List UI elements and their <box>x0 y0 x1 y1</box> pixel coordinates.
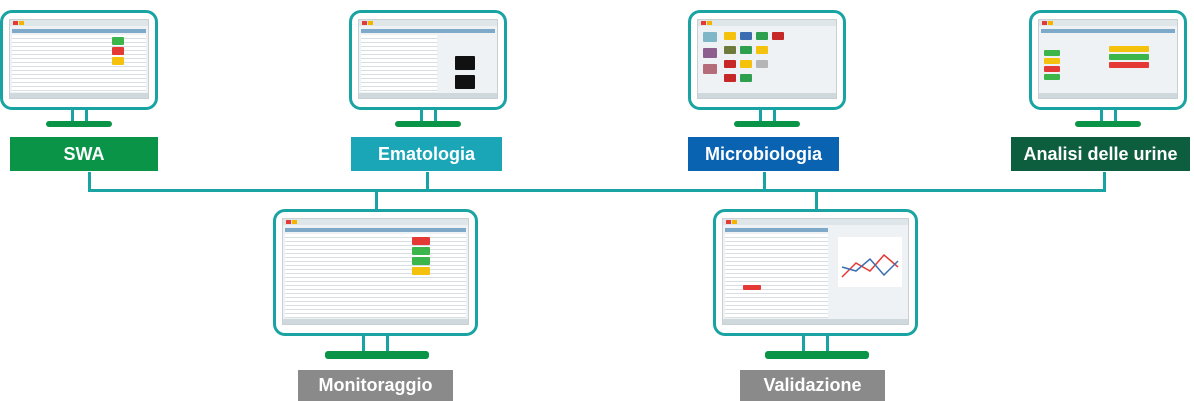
connector-rise-monitoraggio <box>375 189 378 211</box>
monitor-screen-analisi <box>1029 10 1187 110</box>
monitor-screen-monitoraggio <box>273 209 478 336</box>
connector-drop-microbiologia <box>763 172 766 192</box>
screen-content <box>697 19 837 99</box>
connector-rise-validazione <box>815 189 818 211</box>
monitor-stand-monitoraggio <box>325 351 429 359</box>
monitor-screen-swa <box>0 10 158 110</box>
monitor-screen-validazione <box>713 209 918 336</box>
connector-bus <box>88 189 1106 192</box>
label-monitoraggio: Monitoraggio <box>298 370 453 401</box>
connector-drop-swa <box>88 172 91 192</box>
monitor-stand-microbiologia <box>734 121 800 127</box>
label-ematologia: Ematologia <box>351 137 502 171</box>
screen-content <box>9 19 149 99</box>
screen-content <box>722 218 909 325</box>
monitor-stand-ematologia <box>395 121 461 127</box>
connector-drop-ematologia <box>426 172 429 192</box>
label-microbiologia: Microbiologia <box>688 137 839 171</box>
monitor-screen-ematologia <box>349 10 507 110</box>
monitor-stand-swa <box>46 121 112 127</box>
connector-drop-analisi <box>1103 172 1106 192</box>
label-analisi: Analisi delle urine <box>1011 137 1190 171</box>
monitor-stand-analisi <box>1075 121 1141 127</box>
label-validazione: Validazione <box>740 370 885 401</box>
label-swa: SWA <box>10 137 158 171</box>
screen-content <box>282 218 469 325</box>
screen-content <box>358 19 498 99</box>
screen-content <box>1038 19 1178 99</box>
monitor-screen-microbiologia <box>688 10 846 110</box>
mini-chart-graphic <box>838 237 902 287</box>
monitor-stand-validazione <box>765 351 869 359</box>
